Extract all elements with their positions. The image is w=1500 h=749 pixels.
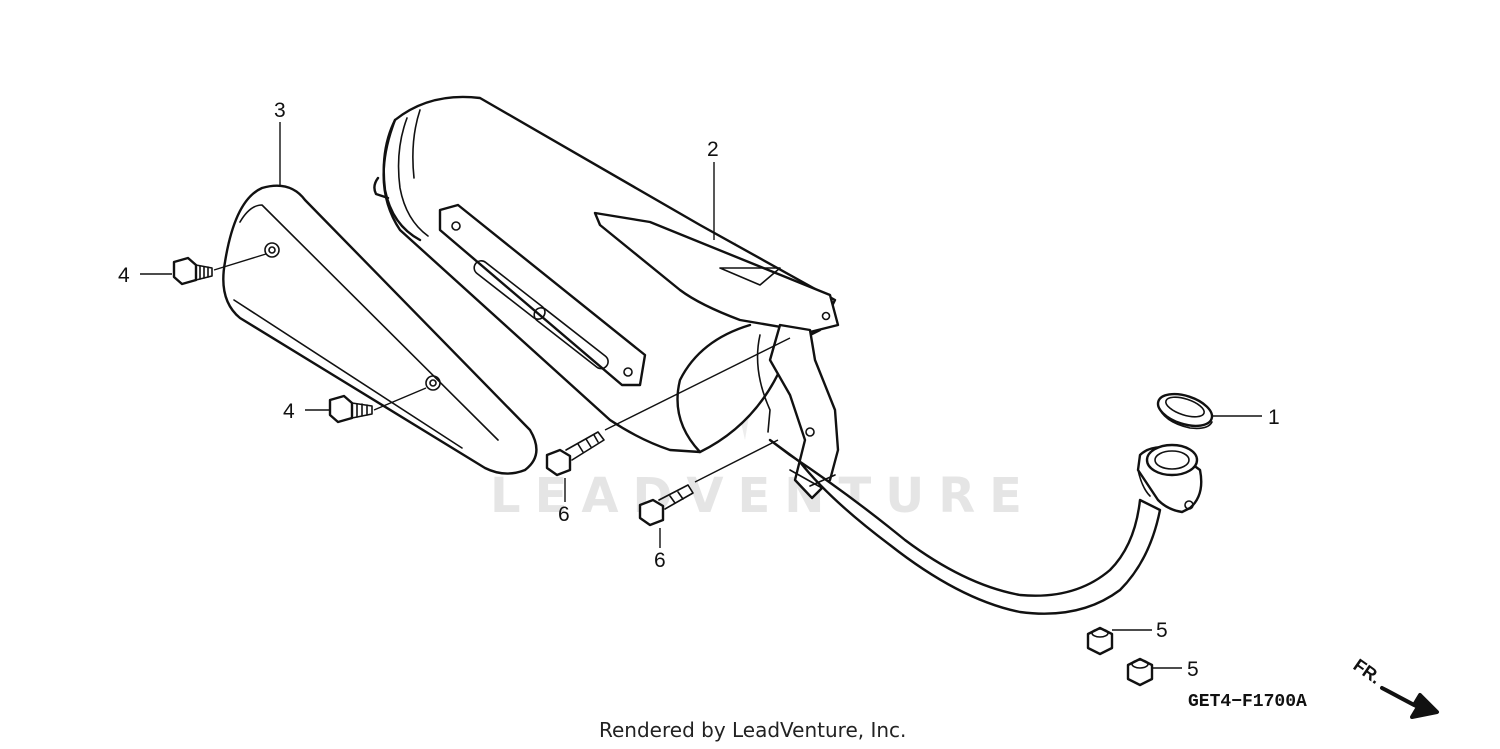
nut-5-upper [1086, 626, 1114, 656]
front-direction-arrow: FR. [1350, 655, 1439, 719]
callout-4-upper: 4 [118, 264, 130, 287]
callout-6-right: 6 [654, 549, 666, 572]
nut-5-lower [1126, 657, 1154, 687]
heat-protector-part [222, 184, 538, 475]
callout-5-upper: 5 [1156, 619, 1168, 642]
callout-3: 3 [274, 99, 286, 122]
callout-4-lower: 4 [283, 400, 295, 423]
bolt-4-upper [172, 256, 213, 286]
bolt-6-left [545, 431, 605, 477]
callout-6-left: 6 [558, 503, 570, 526]
bolt-6-right [638, 484, 694, 527]
callout-5-lower: 5 [1187, 658, 1199, 681]
muffler-body [373, 95, 840, 500]
gasket-part [1156, 392, 1214, 430]
leader-lines [140, 122, 1262, 669]
diagram-part-code: GET4−F1700A [1188, 692, 1307, 712]
callout-1: 1 [1268, 406, 1280, 429]
render-credit: Rendered by LeadVenture, Inc. [599, 718, 906, 742]
front-direction-label: FR. [1350, 655, 1385, 688]
exhaust-pipe [768, 438, 1203, 615]
callout-2: 2 [707, 138, 719, 161]
bolt-4-lower [328, 394, 373, 424]
watermark-text: LEADVENTURE [490, 468, 1036, 524]
